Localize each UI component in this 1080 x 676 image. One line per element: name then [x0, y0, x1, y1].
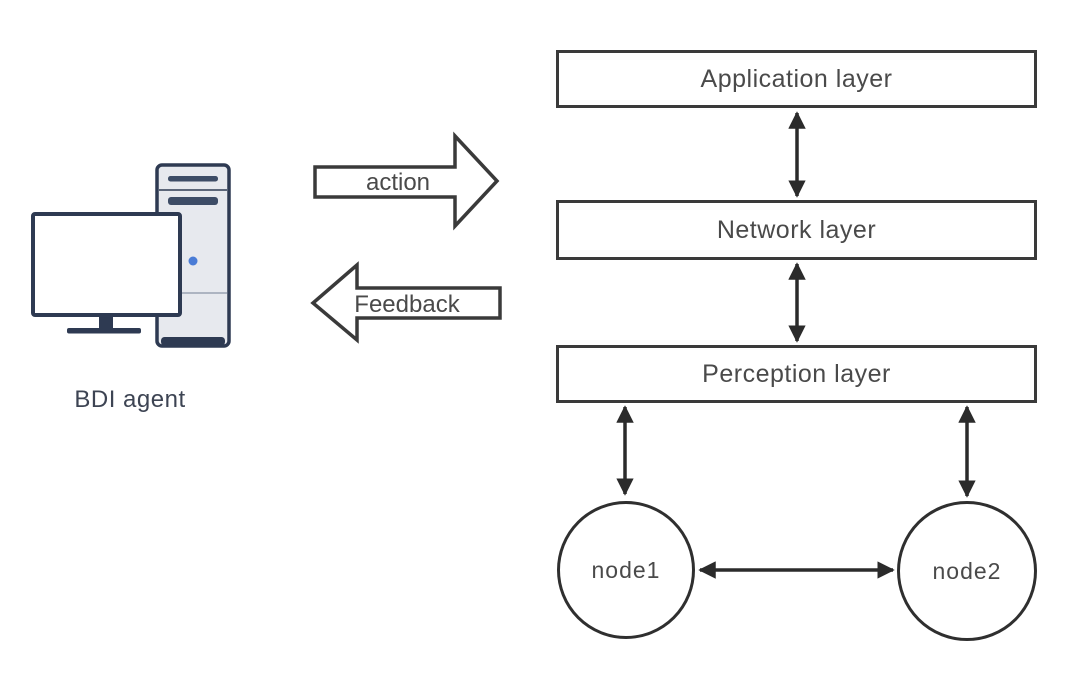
tower-drive-bay	[168, 197, 218, 205]
application-layer-box: Application layer	[556, 50, 1037, 108]
monitor-stand-neck	[99, 313, 113, 330]
node1-circle: node1	[557, 501, 695, 639]
monitor-screen	[31, 212, 182, 317]
network-layer-label: Network layer	[716, 215, 877, 244]
tower-base	[161, 337, 225, 346]
perception-layer-box: Perception layer	[556, 345, 1037, 403]
monitor-stand-base	[67, 328, 141, 334]
power-light	[188, 256, 198, 266]
feedback-arrow-shape	[310, 261, 502, 344]
action-arrow-shape	[313, 131, 500, 231]
action-arrow: action	[313, 131, 500, 231]
perception-layer-label: Perception layer	[702, 359, 891, 388]
node2-circle: node2	[897, 501, 1037, 641]
feedback-arrow-label: Feedback	[354, 291, 460, 318]
action-arrow-label: action	[366, 169, 430, 196]
network-layer-box: Network layer	[556, 200, 1037, 260]
feedback-arrow: Feedback	[310, 261, 502, 344]
bdi-agent-label: BDI agent	[74, 386, 186, 413]
node1-label: node1	[591, 556, 661, 583]
tower-vent-slot	[168, 176, 218, 182]
application-layer-label: Application layer	[700, 64, 893, 93]
desktop-computer-icon	[31, 163, 231, 348]
node2-label: node2	[932, 557, 1002, 584]
